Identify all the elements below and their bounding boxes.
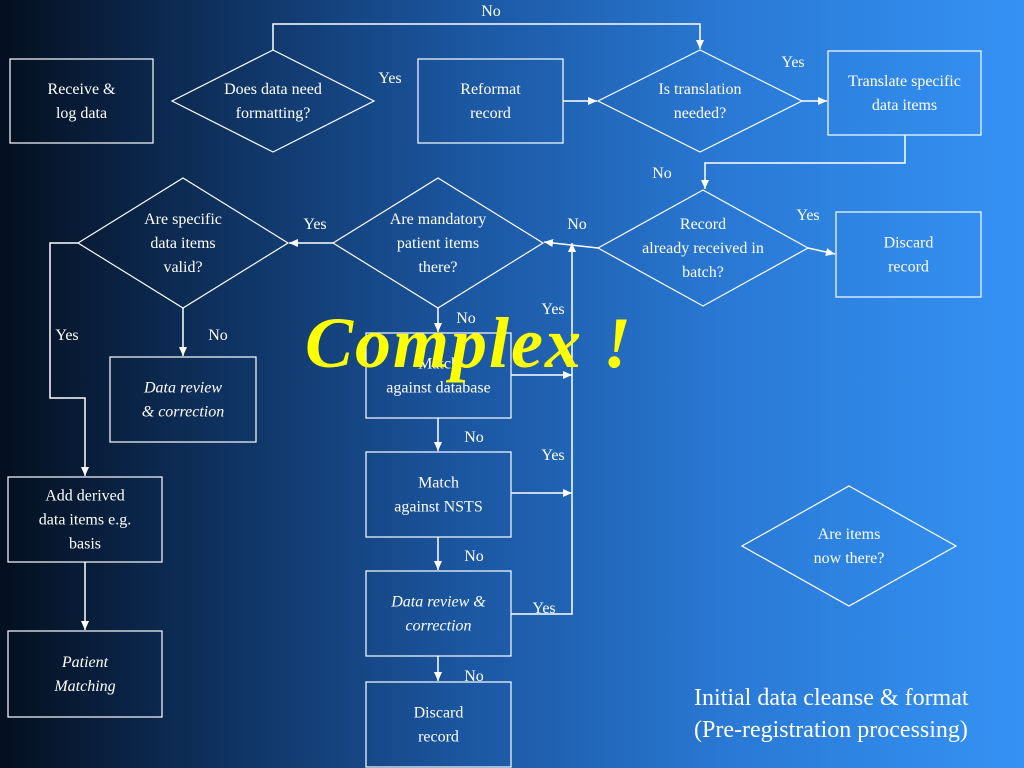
- complex-overlay-text: Complex !: [305, 303, 634, 383]
- node-label: valid?: [163, 259, 202, 276]
- node-label: formatting?: [236, 105, 311, 122]
- node-label: Are specific: [144, 211, 222, 228]
- node-mandatory-items: Are mandatory patient items there?: [331, 177, 545, 309]
- node-label: already received in: [642, 240, 764, 257]
- process-box: [9, 58, 154, 144]
- node-label: record: [418, 729, 459, 746]
- edge-label-yes-valid: Yes: [55, 327, 78, 344]
- connector-arrow: [511, 243, 576, 615]
- edge-label-yes-format: Yes: [378, 70, 401, 87]
- node-label: Receive &: [48, 81, 117, 98]
- caption-line-1: Initial data cleanse & format: [694, 685, 969, 711]
- node-label: record: [470, 105, 511, 122]
- caption-line-2: (Pre-registration processing): [694, 717, 968, 743]
- node-label: patient items: [397, 235, 479, 252]
- edge-label-no-review: No: [464, 668, 484, 685]
- node-label: Discard: [414, 705, 464, 722]
- node-label: now there?: [814, 550, 885, 567]
- node-label: Reformat: [460, 81, 521, 98]
- process-box: [7, 476, 163, 563]
- node-label: Does data need: [224, 81, 322, 98]
- node-label: data items e.g.: [39, 512, 131, 529]
- node-already-received: Record already received in batch?: [596, 189, 810, 307]
- node-label: Matching: [53, 678, 115, 695]
- process-box: [365, 332, 512, 419]
- edge-label-yes-mandatory: Yes: [303, 216, 326, 233]
- process-box: [365, 451, 512, 538]
- node-label: Translate specific: [848, 73, 961, 90]
- node-discard-top: Discard record: [835, 211, 982, 298]
- edge-label-yes-review: Yes: [532, 600, 555, 617]
- node-match-db: Match against database: [365, 332, 512, 419]
- connector-arrow: [272, 23, 704, 50]
- node-label: Are mandatory: [390, 211, 486, 228]
- node-label: data items: [150, 235, 215, 252]
- edge-label-yes-match-nsts: Yes: [541, 447, 564, 464]
- decision-diamond: [331, 177, 545, 309]
- edge-label-yes-discard-dup: Yes: [796, 207, 819, 224]
- slide-caption: Initial data cleanse & format (Pre-regis…: [694, 682, 1024, 746]
- node-discard-bottom: Discard record: [365, 681, 512, 768]
- connector-arrow: [807, 247, 836, 256]
- node-label: there?: [418, 259, 457, 276]
- node-translate: Translate specific data items: [827, 50, 982, 136]
- connector-arrow: [49, 242, 89, 476]
- node-label: Match: [418, 356, 459, 373]
- node-label: against database: [386, 380, 490, 397]
- decision-diamond: [740, 485, 958, 607]
- node-data-review-left: Data review & correction: [109, 356, 257, 443]
- decision-diamond: [596, 189, 810, 307]
- node-translation-needed: Is translation needed?: [596, 49, 804, 153]
- edge-label-no-mandatory: No: [456, 310, 476, 327]
- decision-diamond: [76, 177, 290, 309]
- node-label: Data review: [143, 380, 222, 397]
- connector-arrow: [543, 239, 599, 249]
- process-box: [109, 356, 257, 443]
- node-label: Is translation: [658, 81, 741, 98]
- node-label: Record: [680, 216, 726, 233]
- node-match-nsts: Match against NSTS: [365, 451, 512, 538]
- node-label: correction: [405, 618, 471, 635]
- connector-arrow: [701, 135, 906, 189]
- edge-label-no-skip-format: No: [481, 3, 501, 20]
- process-box: [835, 211, 982, 298]
- node-label: Patient: [61, 654, 109, 671]
- edge-label-yes-translate: Yes: [781, 54, 804, 71]
- process-box: [365, 570, 512, 657]
- node-reformat: Reformat record: [417, 58, 564, 144]
- node-label: needed?: [674, 105, 726, 122]
- edge-label-no-valid: No: [208, 327, 228, 344]
- edge-label-no-match-db: No: [464, 429, 484, 446]
- node-items-now-there: Are items now there?: [740, 485, 958, 607]
- edge-label-yes-match-db: Yes: [541, 301, 564, 318]
- node-needs-formatting: Does data need formatting?: [170, 49, 376, 153]
- node-receive: Receive & log data: [9, 58, 154, 144]
- node-label: Add derived: [45, 488, 125, 505]
- node-label: against NSTS: [394, 499, 482, 516]
- edge-label-no-translate: No: [652, 165, 672, 182]
- node-label: basis: [69, 536, 101, 553]
- node-label: record: [888, 259, 929, 276]
- process-box: [7, 630, 163, 718]
- node-label: Are items: [818, 526, 881, 543]
- node-data-review-mid: Data review & correction: [365, 570, 512, 657]
- node-add-derived: Add derived data items e.g. basis: [7, 476, 163, 563]
- decision-diamond: [596, 49, 804, 153]
- node-label: batch?: [682, 264, 724, 281]
- node-items-valid: Are specific data items valid?: [76, 177, 290, 309]
- node-label: Data review &: [390, 594, 486, 611]
- node-label: Discard: [884, 235, 934, 252]
- process-box: [827, 50, 982, 136]
- edge-label-no-not-dup: No: [567, 216, 587, 233]
- node-label: log data: [56, 105, 107, 122]
- node-label: & correction: [142, 404, 225, 421]
- node-label: Match: [418, 475, 459, 492]
- process-box: [365, 681, 512, 768]
- edge-label-no-match-nsts: No: [464, 548, 484, 565]
- decision-diamond: [170, 49, 376, 153]
- process-box: [417, 58, 564, 144]
- node-label: data items: [872, 97, 937, 114]
